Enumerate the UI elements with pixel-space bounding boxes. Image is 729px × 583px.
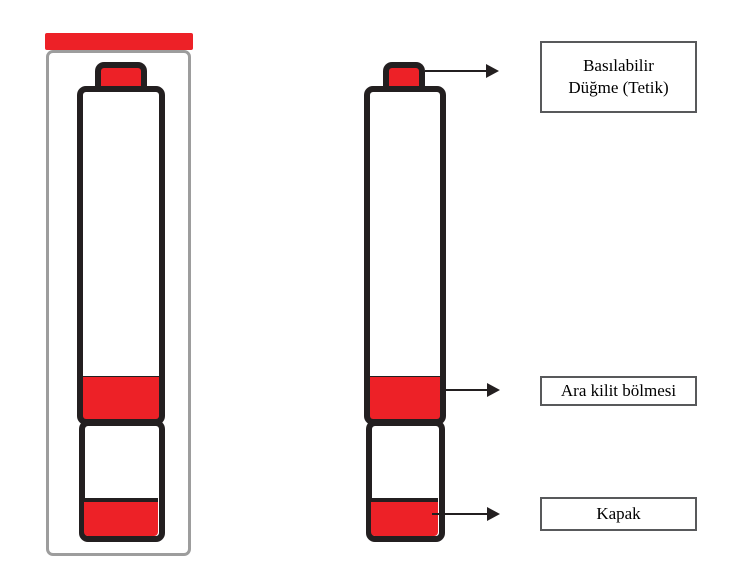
device2-interlock-section (364, 377, 446, 425)
callout-cap-line1: Kapak (596, 503, 641, 523)
device2-body (364, 86, 446, 382)
interlock-arrow-icon (487, 383, 500, 397)
callout-trigger: Basılabilir Düğme (Tetik) (540, 41, 697, 113)
device1-body (77, 86, 165, 382)
device1-cap-divider (84, 498, 158, 502)
packaging-seal-strip (45, 33, 193, 50)
cap-arrow-icon (487, 507, 500, 521)
device2-cap (366, 420, 445, 542)
callout-trigger-line1: Basılabilir (583, 55, 654, 75)
callout-cap: Kapak (540, 497, 697, 531)
callout-interlock: Ara kilit bölmesi (540, 376, 697, 406)
cap-leader-line (432, 513, 488, 515)
device2-cap-divider (371, 498, 438, 502)
device1-cap (79, 420, 165, 542)
device1-interlock-section (77, 377, 165, 425)
trigger-arrow-icon (486, 64, 499, 78)
device1-cap-tip (84, 502, 158, 536)
callout-trigger-line2: Düğme (Tetik) (568, 78, 669, 97)
device2-cap-tip (371, 502, 438, 536)
callout-interlock-line1: Ara kilit bölmesi (560, 380, 677, 400)
trigger-leader-line (425, 70, 487, 72)
interlock-leader-line (446, 389, 488, 391)
